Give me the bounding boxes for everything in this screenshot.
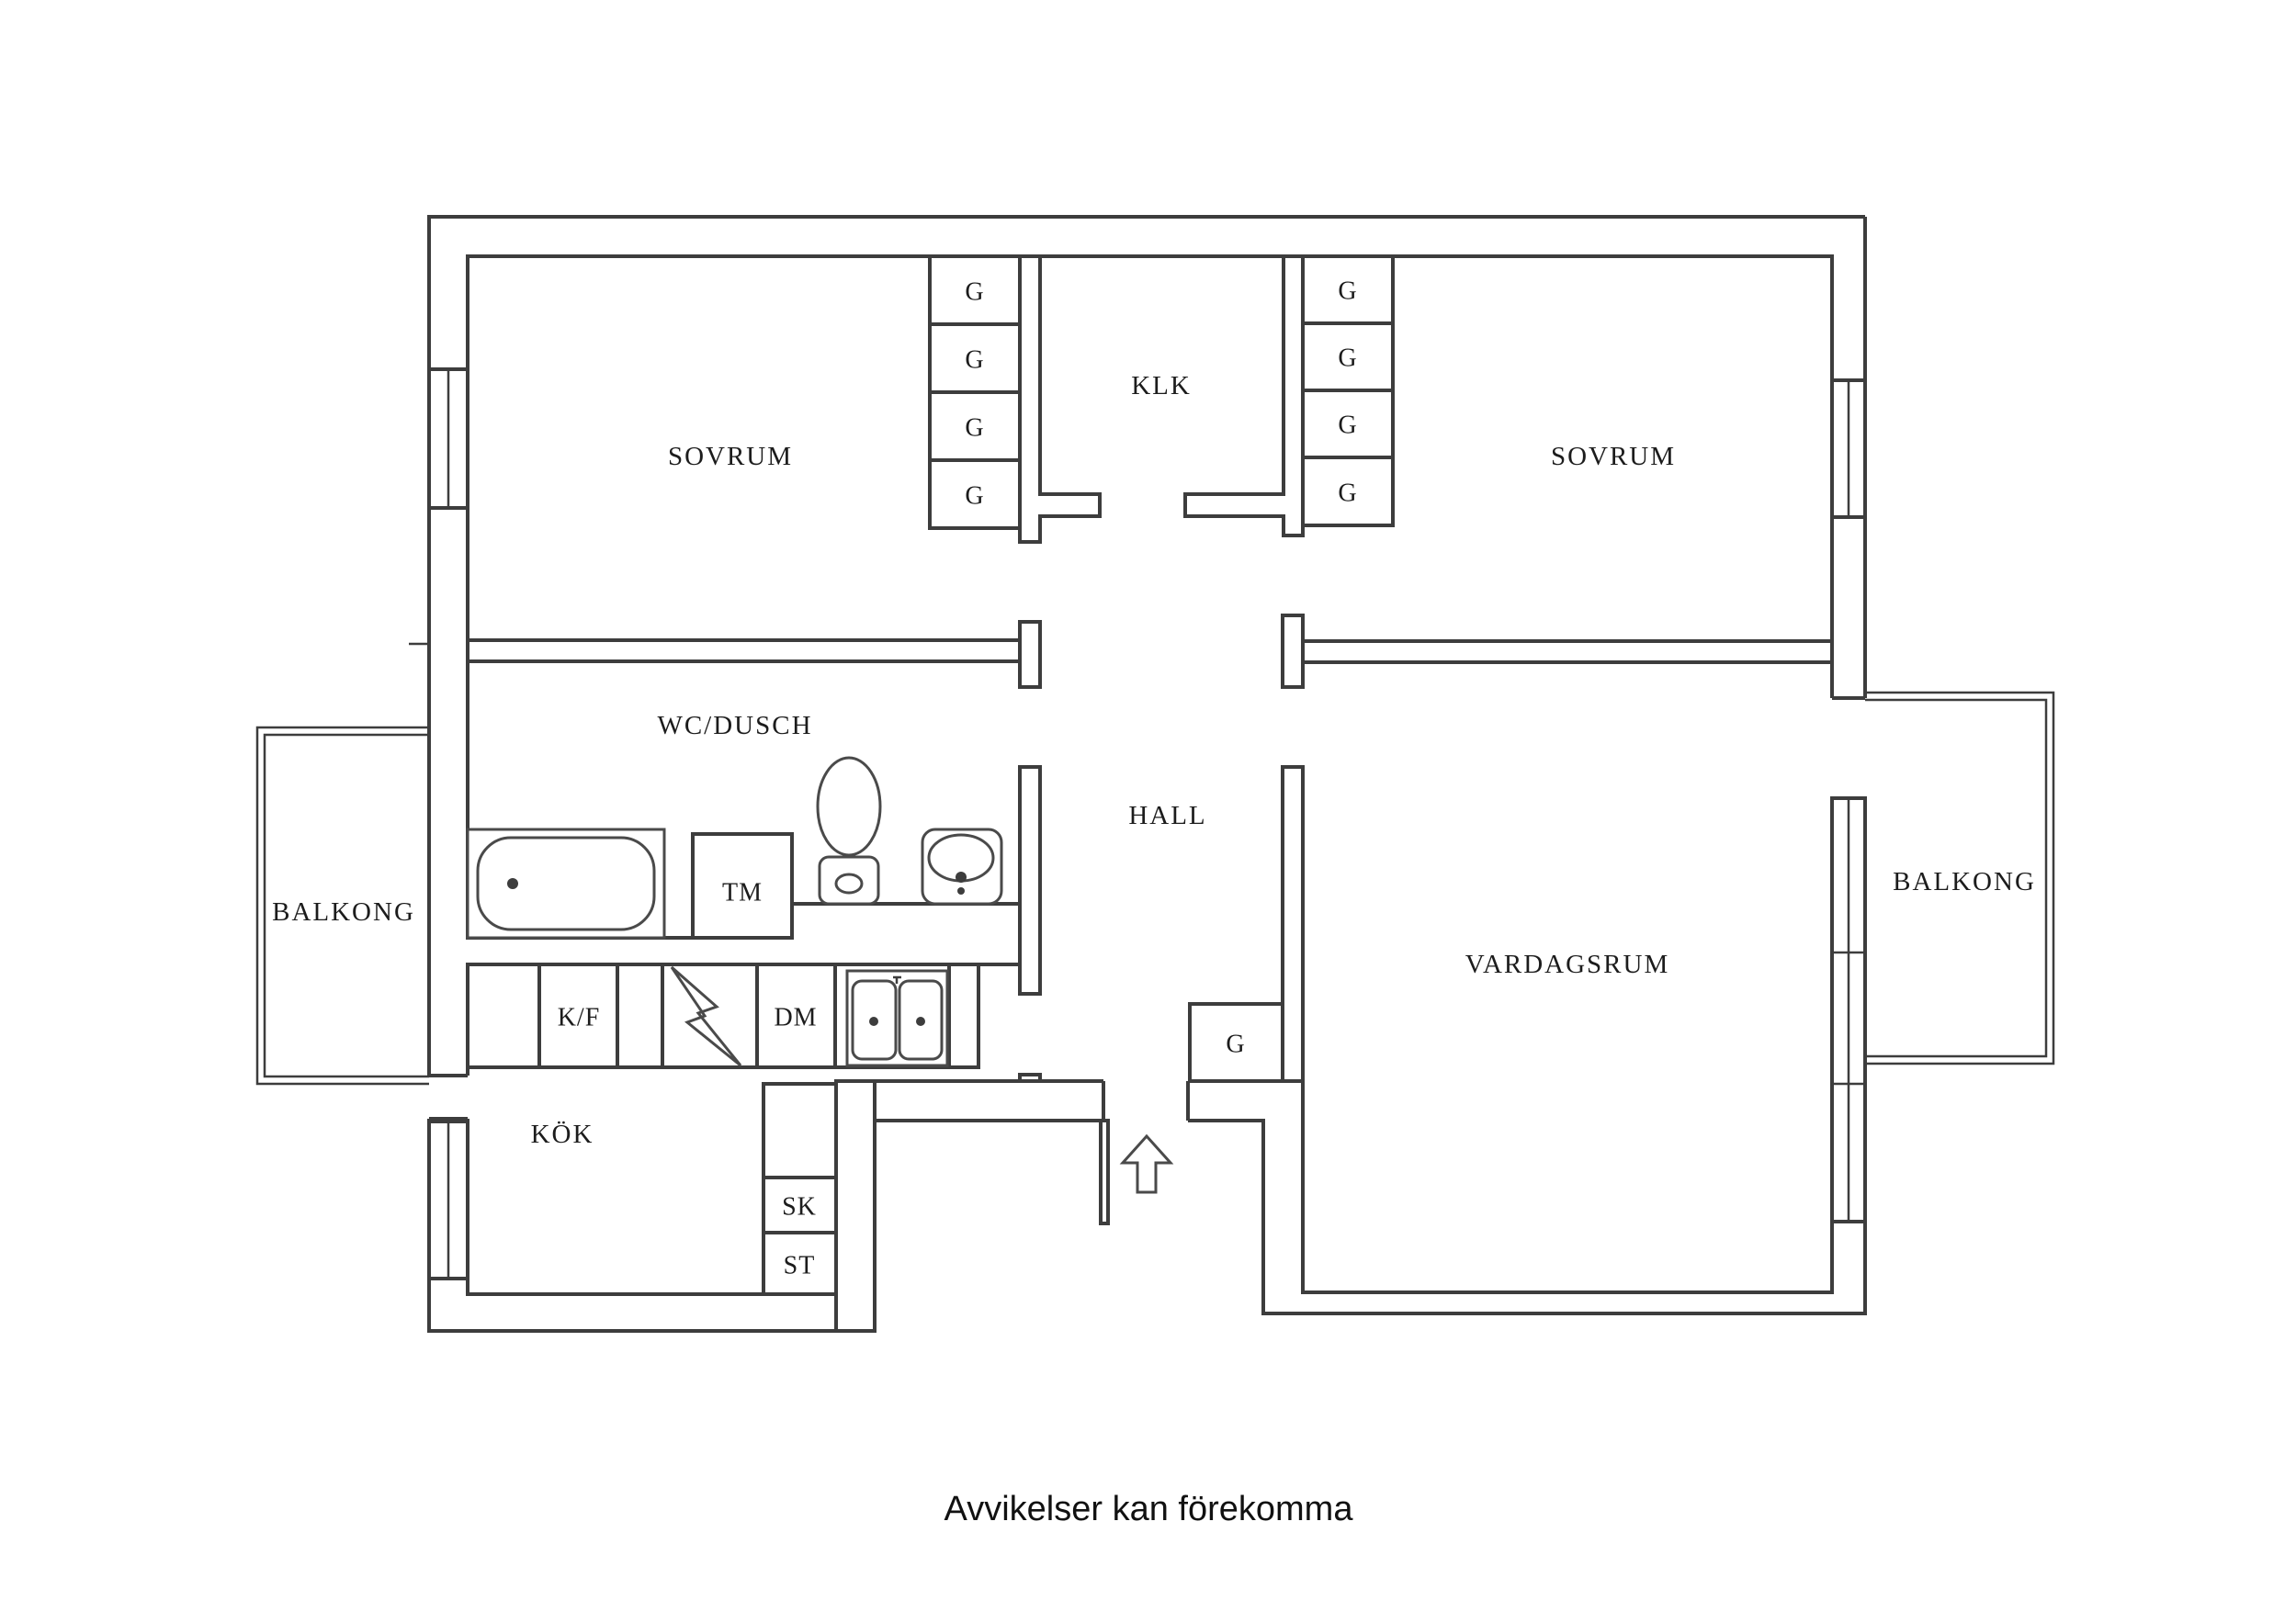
hall-right-stub (1281, 614, 1305, 689)
room-label-vardagsrum: VARDAGSRUM (1465, 950, 1670, 979)
room-label-balkong-right: BALKONG (1893, 867, 2036, 896)
wardrobe-label-g: G (965, 278, 984, 307)
wardrobe-label-g: G (965, 346, 984, 375)
klk-right-wall (1183, 254, 1305, 537)
kitchen-sink-icon (845, 969, 949, 1067)
wardrobe-label-g: G (1338, 411, 1357, 440)
wardrobe-label-g: G (1338, 277, 1357, 306)
washbasin-icon (921, 828, 1003, 906)
windows (427, 367, 1867, 1280)
window-bedroom-right (1830, 378, 1867, 519)
balcony-right-railing (1865, 691, 2055, 1065)
kok-right-wall (834, 1079, 877, 1333)
hall-closet (1188, 1002, 1284, 1083)
wardrobes (762, 254, 1395, 1296)
washing-machine (691, 832, 794, 940)
wardrobe-label-g: G (1226, 1031, 1245, 1059)
balcony-left-railing (255, 726, 429, 1086)
room-label-sovrum-right: SOVRUM (1551, 442, 1676, 471)
label-kf: K/F (558, 1004, 601, 1032)
window-kitchen (427, 1120, 469, 1280)
wardrobe-label-g: G (1338, 479, 1357, 508)
label-st: ST (784, 1252, 816, 1280)
bathtub-icon (466, 828, 666, 940)
kitchen-counter (466, 963, 980, 1069)
room-label-wc-dusch: WC/DUSCH (657, 711, 812, 740)
hall-left-stub (1018, 620, 1042, 689)
room-label-kok: KÖK (531, 1120, 594, 1149)
label-sk: SK (782, 1193, 817, 1222)
room-label-klk: KLK (1131, 371, 1192, 400)
wardrobe-label-g: G (965, 414, 984, 443)
hall-right-wall (1281, 765, 1305, 1083)
room-label-sovrum-left: SOVRUM (668, 442, 793, 471)
room-label-hall: HALL (1128, 801, 1206, 830)
toilet-icon (816, 756, 882, 906)
bathroom-fixtures (466, 756, 1003, 940)
wardrobe-label-g: G (965, 482, 984, 511)
entrance-arrow-icon (1119, 1133, 1174, 1194)
lightning-bolt-icon (670, 965, 742, 1067)
wardrobe-label-g: G (1338, 344, 1357, 373)
label-tm: TM (722, 879, 763, 907)
disclaimer-text: Avvikelser kan förekomma (944, 1490, 1354, 1528)
balconies (255, 691, 2055, 1086)
window-vardagsrum (1830, 796, 1867, 1223)
divider-left (466, 638, 1022, 663)
klk-left-wall (1018, 254, 1102, 544)
room-label-balkong-left: BALKONG (272, 897, 415, 927)
divider-right (1301, 639, 1834, 664)
window-bedroom-left (427, 367, 469, 510)
entry-stub-wall (1099, 1119, 1110, 1225)
label-dm: DM (774, 1004, 817, 1032)
hall-left-wall (1018, 765, 1042, 996)
